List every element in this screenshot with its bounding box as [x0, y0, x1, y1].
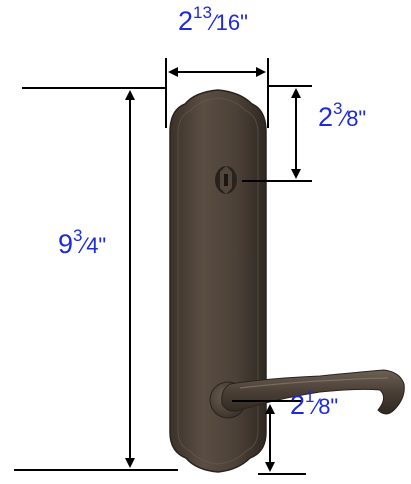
lever-slash: ⁄	[314, 394, 319, 419]
lever-arrow-top	[265, 404, 275, 414]
keyhole-numerator: 3	[333, 99, 343, 118]
lever-highlight	[239, 377, 389, 389]
lever-offset-label: 21⁄8"	[290, 388, 339, 420]
height-denominator: 4"	[86, 233, 107, 258]
dimension-lines	[14, 58, 312, 475]
width-arrow-left	[168, 67, 178, 77]
lever-numerator: 1	[305, 387, 315, 406]
lever-whole: 2	[290, 390, 306, 420]
plate-bevel	[177, 97, 259, 465]
width-whole: 2	[178, 6, 194, 36]
keyhole-denominator: 8"	[346, 106, 367, 131]
lever-denominator: 8"	[318, 394, 339, 419]
height-whole: 9	[58, 229, 74, 259]
keyhole-arrow-bottom	[291, 169, 301, 179]
lever-handle	[221, 369, 405, 415]
width-arrow-right	[256, 67, 266, 77]
keyhole-slash: ⁄	[342, 106, 347, 131]
height-arrow-bottom	[125, 458, 135, 468]
keyhole-icon	[215, 166, 237, 194]
height-dimension-label: 93⁄4"	[58, 227, 107, 259]
height-arrow-top	[125, 90, 135, 100]
width-slash: ⁄	[211, 10, 216, 35]
lever-arrow-bottom	[265, 462, 275, 472]
width-numerator: 13	[193, 3, 212, 22]
back-plate	[169, 89, 267, 473]
height-slash: ⁄	[82, 233, 87, 258]
width-dimension-label: 213⁄16"	[178, 4, 248, 36]
width-denominator: 16"	[215, 10, 248, 35]
height-numerator: 3	[73, 226, 83, 245]
keyhole-whole: 2	[318, 102, 334, 132]
keyhole-arrow-top	[291, 88, 301, 98]
keyhole-offset-label: 23⁄8"	[318, 100, 367, 132]
